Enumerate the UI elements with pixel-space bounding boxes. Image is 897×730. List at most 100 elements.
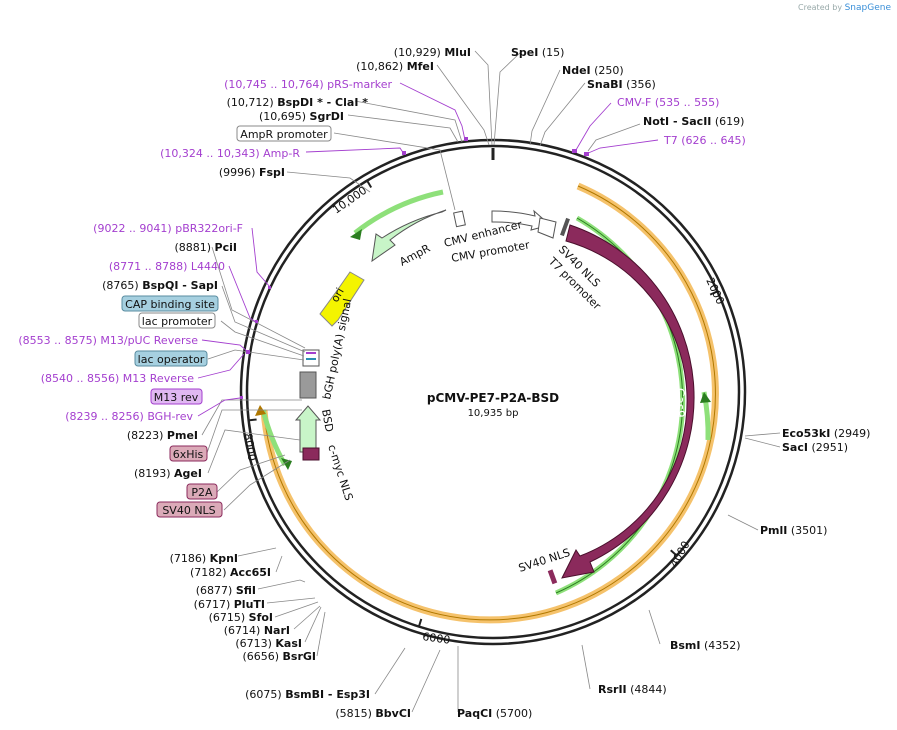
leader-lines <box>201 50 781 713</box>
sv40-nls-bottom-label: SV40 NLS <box>517 546 572 575</box>
label-cmv-f[interactable]: CMV-F (535 .. 555) <box>617 96 719 109</box>
box-6xhis[interactable] <box>169 445 208 462</box>
label-bspdi[interactable]: (10,712) BspDI * - ClaI * <box>227 96 369 109</box>
ampr-feature <box>371 209 447 263</box>
tick-mark <box>365 179 373 189</box>
orf-arrowhead-orange <box>255 405 266 416</box>
tick-mark <box>417 618 423 628</box>
label-sgrdi[interactable]: (10,695) SgrDI <box>259 110 344 123</box>
label-nari[interactable]: (6714) NarI <box>224 624 290 637</box>
label-mfei[interactable]: (10,862) MfeI <box>356 60 434 73</box>
tick-mark <box>670 549 679 558</box>
label-m13puc[interactable]: (8553 .. 8575) M13/pUC Reverse <box>18 334 198 347</box>
box-ampr-promoter[interactable] <box>236 125 332 142</box>
cmyc-label: c-myc NLS <box>325 443 355 502</box>
label-m13-rev: M13 rev <box>154 391 199 404</box>
label-6xhis: 6xHis <box>173 448 204 461</box>
label-prs-marker[interactable]: (10,745 .. 10,764) pRS-marker <box>224 78 392 91</box>
label-m13-reverse[interactable]: (8540 .. 8556) M13 Reverse <box>41 372 194 385</box>
label-amp-r[interactable]: (10,324 .. 10,343) Amp-R <box>160 147 300 160</box>
label-bsrgi[interactable]: (6656) BsrGI <box>242 650 316 663</box>
box-lac-promoter[interactable] <box>138 312 216 329</box>
snapgene-credit: Created by SnapGene <box>798 3 891 13</box>
primer-leader-lines <box>197 82 659 417</box>
label-fspi[interactable]: (9996) FspI <box>219 166 285 179</box>
label-saci[interactable]: SacI (2951) <box>782 441 848 454</box>
bgh-polya-feature <box>299 371 317 399</box>
label-bspqi[interactable]: (8765) BspQI - SapI <box>102 279 218 292</box>
label-spei[interactable]: SpeI (15) <box>511 46 564 59</box>
label-rsrii[interactable]: RsrII (4844) <box>598 683 667 696</box>
ori-label: ori <box>328 286 346 305</box>
label-pmei[interactable]: (8223) PmeI <box>127 429 198 442</box>
backbone-inner <box>245 144 741 640</box>
plasmid-name: pCMV-PE7-P2A-BSD <box>427 391 559 405</box>
label-bgh-rev[interactable]: (8239 .. 8256) BGH-rev <box>65 410 193 423</box>
label-cap-binding: CAP binding site <box>125 298 215 311</box>
label-sv40-nls: SV40 NLS <box>162 504 215 517</box>
bsd-label: BSD <box>319 408 336 433</box>
snapgene-logo: SnapGene <box>844 3 891 13</box>
lac-stripe-2 <box>306 358 316 360</box>
label-l4440[interactable]: (8771 .. 8788) L4440 <box>109 260 225 273</box>
orf-arc-orange-line <box>263 185 716 621</box>
ampr-label: AmpR <box>397 242 432 269</box>
tick-mark <box>709 290 719 296</box>
primer-marks <box>240 137 589 399</box>
label-kpni[interactable]: (7186) KpnI <box>170 552 238 565</box>
lac-stripe-1 <box>306 352 316 354</box>
label-sfii[interactable]: (6877) SfiI <box>196 584 256 597</box>
label-lac-operator: lac operator <box>138 353 205 366</box>
box-lac-operator[interactable] <box>134 350 208 367</box>
tick-marks <box>247 179 719 628</box>
label-t7[interactable]: T7 (626 .. 645) <box>663 134 746 147</box>
label-bsmbi[interactable]: (6075) BsmBI - Esp3I <box>245 688 370 701</box>
cmyc-nls-feature <box>302 447 320 461</box>
label-pbr322ori[interactable]: (9022 .. 9041) pBR322ori-F <box>93 222 243 235</box>
orf-arrowhead <box>700 392 711 403</box>
box-m13-rev[interactable] <box>150 388 203 405</box>
label-mlui[interactable]: (10,929) MluI <box>394 46 471 59</box>
label-eco53ki[interactable]: Eco53kI (2949) <box>782 427 870 440</box>
label-paqci[interactable]: PaqCI (5700) <box>457 707 532 720</box>
tick-label-8000: 8000 <box>241 432 259 462</box>
sv40-nls-bottom-block <box>547 569 558 585</box>
box-sv40-nls[interactable] <box>156 501 223 518</box>
cas9-feature <box>561 224 695 579</box>
label-kasi[interactable]: (6713) KasI <box>235 637 302 650</box>
label-pcii[interactable]: (8881) PciI <box>174 241 237 254</box>
label-sfoi[interactable]: (6715) SfoI <box>209 611 273 624</box>
orf-arrowhead-left <box>281 458 292 470</box>
cmv-promoter-feature <box>537 217 557 239</box>
cas9-label: Cas9 <box>673 388 687 418</box>
label-bsmi[interactable]: BsmI (4352) <box>670 639 741 652</box>
orf-arrowhead-top <box>350 229 362 240</box>
box-cap-binding[interactable] <box>121 295 219 312</box>
label-agei[interactable]: (8193) AgeI <box>134 467 202 480</box>
label-ampr-promoter: AmpR promoter <box>240 128 328 141</box>
left-labels: (10,929) MluI (10,862) MfeI (10,745 .. 1… <box>18 46 471 720</box>
label-bbvci[interactable]: (5815) BbvCI <box>335 707 411 720</box>
bsd-feature <box>294 405 322 453</box>
label-acc65i[interactable]: (7182) Acc65I <box>190 566 271 579</box>
label-p2a: P2A <box>191 486 213 499</box>
label-ndei[interactable]: NdeI (250) <box>562 64 624 77</box>
tick-label-4000: 4000 <box>667 539 692 570</box>
orf-arc-green-top <box>353 189 444 235</box>
backbone-outer <box>239 138 747 646</box>
tick-mark <box>247 418 257 422</box>
plasmid-size: 10,935 bp <box>468 408 519 419</box>
sv40-top-block <box>560 217 570 237</box>
label-snabi[interactable]: SnaBI (356) <box>587 78 656 91</box>
ori-feature <box>319 271 365 327</box>
ampr-promoter-feature <box>453 210 466 228</box>
label-noti[interactable]: NotI - SacII (619) <box>643 115 744 128</box>
label-lac-promoter: lac promoter <box>142 315 213 328</box>
label-pmli[interactable]: PmlI (3501) <box>760 524 827 537</box>
tick-label-10000: 10,000 <box>330 184 369 217</box>
tick-label-6000: 6000 <box>422 630 452 647</box>
label-pluti[interactable]: (6717) PluTI <box>194 598 265 611</box>
box-p2a[interactable] <box>186 483 218 500</box>
right-labels: SpeI (15) NdeI (250) SnaBI (356) CMV-F (… <box>457 46 870 720</box>
